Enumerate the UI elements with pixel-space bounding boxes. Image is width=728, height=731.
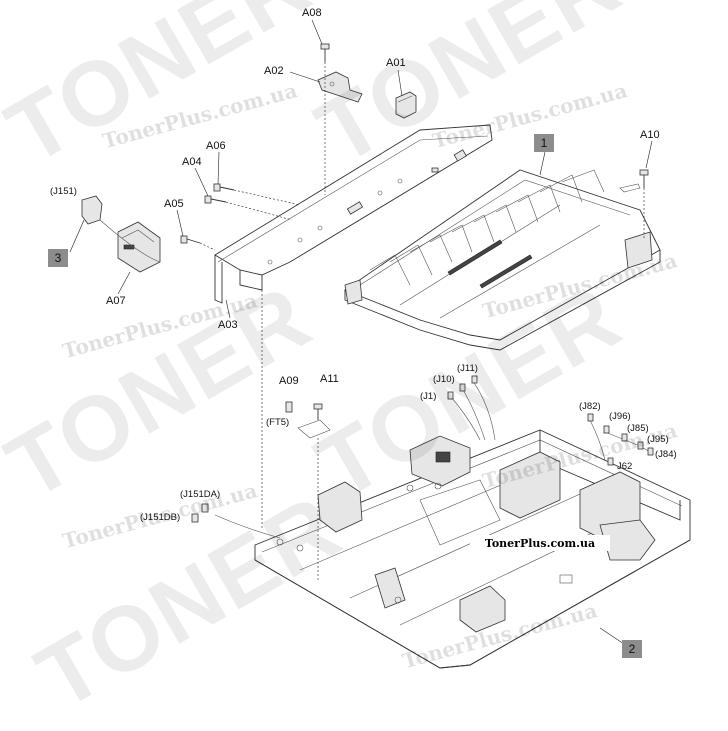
lower-chassis-assembly — [214, 429, 691, 669]
callout-a10: A10 — [640, 129, 660, 141]
callout-a07: A07 — [106, 295, 126, 307]
upper-frame-rail — [214, 124, 493, 304]
callout-a04: A04 — [182, 156, 202, 168]
callout-ft5: (FT5) — [266, 417, 290, 428]
connector-j151 — [81, 195, 161, 263]
item-label-3: 3 — [48, 249, 68, 267]
screw-a11 — [313, 403, 323, 420]
callout-a06: A06 — [206, 140, 226, 152]
item-label-2: 2 — [622, 640, 642, 658]
item-label-1: 1 — [534, 134, 554, 152]
callout-j151db: (J151DB) — [140, 512, 181, 523]
callout-j96: (J96) — [609, 411, 631, 422]
site-label: TonerPlus.com.ua — [470, 535, 610, 551]
callout-a09: A09 — [279, 375, 299, 387]
leader-lines — [69, 19, 653, 649]
callout-j151: (J151) — [50, 186, 77, 197]
connector-cover-a07 — [117, 221, 161, 273]
screw-a05 — [180, 235, 201, 244]
callout-a08: A08 — [302, 7, 322, 19]
screw-a10 — [619, 169, 649, 240]
callout-j82: (J82) — [579, 401, 601, 412]
connector-a09 — [285, 401, 293, 413]
callout-a03: A03 — [218, 319, 238, 331]
callout-j1: (J1) — [420, 391, 437, 402]
callout-a02: A02 — [264, 65, 284, 77]
output-tray-assembly — [344, 169, 661, 351]
plate-a02 — [317, 71, 363, 103]
screw-a04 — [204, 195, 227, 204]
harness-leads — [447, 375, 654, 466]
screw-a06 — [213, 183, 235, 192]
callout-j10: (J10) — [433, 374, 455, 385]
callout-j84: (J84) — [655, 449, 677, 460]
callout-a05: A05 — [164, 198, 184, 210]
callout-j11: (J11) — [457, 363, 478, 374]
callout-j85: (J85) — [627, 423, 649, 434]
callout-a01: A01 — [386, 57, 406, 69]
callout-j62: J62 — [617, 461, 633, 472]
bracket-a01 — [395, 91, 417, 119]
exploded-parts-diagram — [69, 19, 691, 669]
callout-j95: (J95) — [647, 434, 669, 445]
connector-j151da-db — [191, 503, 209, 523]
callout-a11: A11 — [320, 373, 339, 385]
screw-a08 — [320, 43, 330, 62]
callout-j151da: (J151DA) — [180, 489, 221, 500]
